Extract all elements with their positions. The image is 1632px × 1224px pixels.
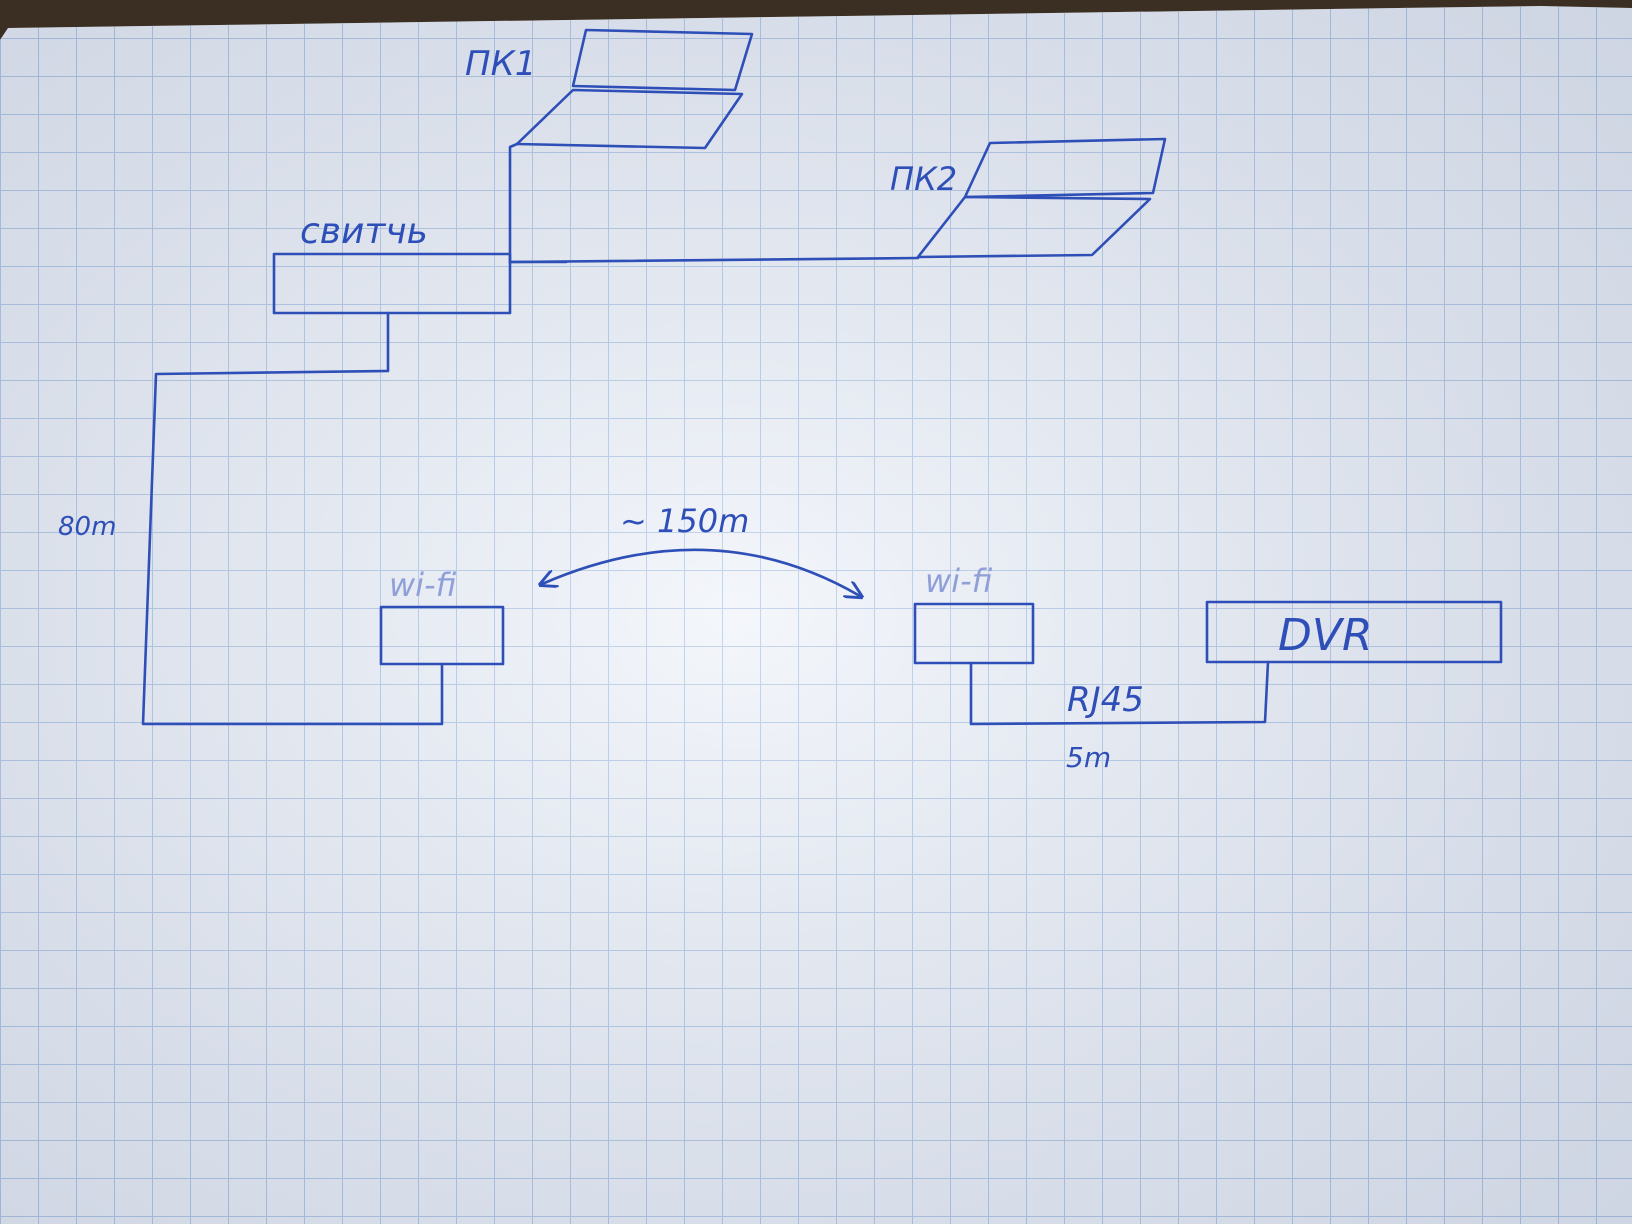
pc1-label: ПК1 xyxy=(465,44,536,84)
wifi-right-label: wi-fi xyxy=(925,562,993,600)
cable-wifi-right-to-dvr xyxy=(969,660,1270,726)
cable-switch-to-pc2 xyxy=(508,256,920,264)
distance-80m-label: 80m xyxy=(58,512,116,542)
dvr-label: DVR xyxy=(1278,610,1373,661)
pc2-laptop-icon xyxy=(916,137,1167,259)
pc2-label: ПК2 xyxy=(890,160,957,198)
cable-switch-to-pc1 xyxy=(508,142,519,264)
switch-box xyxy=(272,252,512,315)
distance-5m-label: 5m xyxy=(1066,741,1111,774)
cable-switch-to-wifi-left xyxy=(141,311,444,726)
paper-sheet xyxy=(0,6,1632,1224)
pc1-laptop-icon xyxy=(515,28,754,150)
wireless-distance-label: ~ 150m xyxy=(620,502,749,540)
dvr-box xyxy=(1205,600,1503,664)
switch-label: свитчь xyxy=(300,211,428,252)
rj45-label: RJ45 xyxy=(1067,680,1144,720)
wifi-right-box xyxy=(913,602,1035,665)
wireless-link-arrow xyxy=(542,548,860,596)
wifi-left-label: wi-fi xyxy=(389,566,457,604)
